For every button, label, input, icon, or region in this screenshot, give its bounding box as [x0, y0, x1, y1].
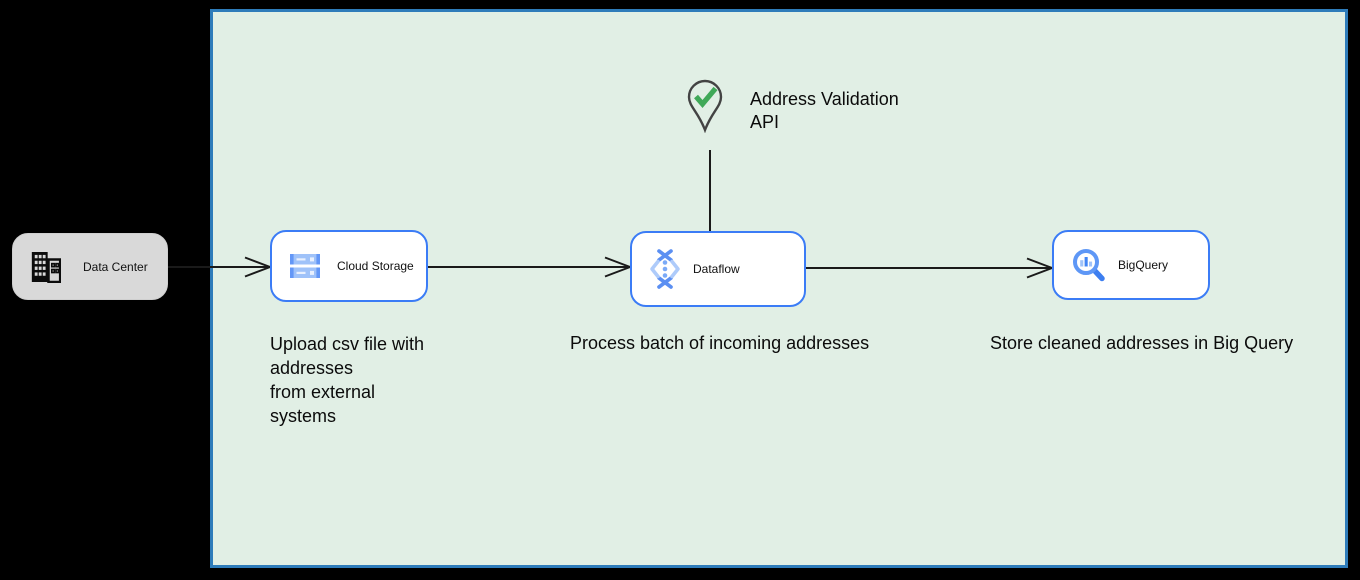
map-pin-check-icon [686, 79, 724, 133]
api-label-line2: API [750, 112, 780, 132]
api-label-line1: Address Validation [750, 89, 899, 109]
address-validation-api-label: Address Validation API [750, 88, 899, 134]
caption-upload-line4: systems [270, 406, 337, 426]
node-label-bigquery: BigQuery [1118, 258, 1169, 272]
caption-process-batch: Process batch of incoming addresses [570, 333, 870, 353]
dataflow-icon [647, 249, 684, 289]
node-data-center[interactable]: Data Center [12, 233, 168, 300]
address-validation-pin[interactable] [686, 79, 724, 133]
node-label-data-center: Data Center [83, 259, 148, 274]
cloud-storage-icon [290, 253, 320, 279]
caption-upload-line3: from external [270, 382, 376, 402]
building-icon [31, 251, 61, 283]
bigquery-icon [1072, 247, 1105, 283]
node-dataflow[interactable]: Dataflow [630, 231, 806, 307]
caption-upload-csv: Upload csv file with addresses from exte… [270, 332, 424, 428]
node-label-cloud-storage: Cloud Storage [337, 259, 414, 273]
node-cloud-storage[interactable]: Cloud Storage [270, 230, 428, 302]
caption-upload-line1: Upload csv file with [270, 334, 425, 354]
node-bigquery[interactable]: BigQuery [1052, 230, 1210, 300]
node-label-dataflow: Dataflow [693, 262, 740, 276]
caption-upload-line2: addresses [270, 358, 354, 378]
caption-store-cleaned: Store cleaned addresses in Big Query [990, 333, 1294, 353]
